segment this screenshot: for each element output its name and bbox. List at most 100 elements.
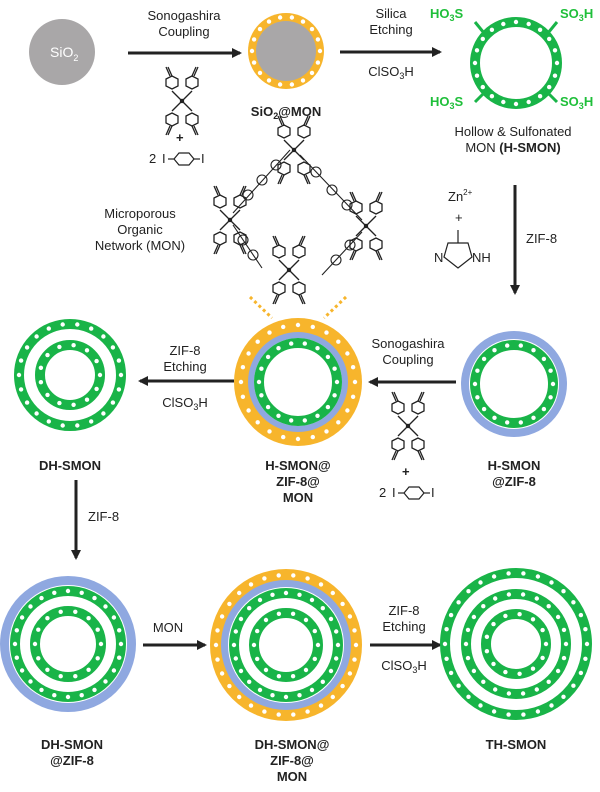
pore-dot (526, 21, 531, 27)
pore-dot (38, 380, 44, 385)
pore-dot (276, 573, 281, 578)
pore-dot (520, 592, 526, 597)
pore-dot (215, 657, 220, 662)
pore-dot (325, 354, 331, 360)
ho3s-label-top: HO3S (430, 6, 464, 23)
pore-dot (277, 82, 283, 87)
pore-dot (448, 670, 454, 676)
pore-dot (347, 671, 353, 676)
pore-dot (45, 616, 50, 621)
pore-dot (233, 629, 238, 634)
pore-dot (270, 693, 275, 698)
pore-dot (549, 580, 554, 585)
pore-dot (247, 606, 252, 611)
ho3s-label-bottom: HO3S (430, 94, 464, 111)
linker-ring-icon (242, 189, 254, 201)
pore-dot (444, 656, 449, 661)
pore-dot (116, 387, 122, 392)
dotted-right (322, 295, 348, 320)
h-smon-zif8-mon-particle (234, 318, 362, 446)
pore-dot (86, 667, 91, 672)
pore-dot (251, 37, 257, 42)
pore-dot (257, 597, 263, 603)
pore-dot (334, 656, 339, 661)
pore-dot (233, 656, 238, 661)
h-smon-zif8-mon-line3: MON (283, 490, 313, 505)
imidazole-icon (443, 230, 473, 269)
pore-dot (28, 604, 33, 609)
pore-dot (249, 48, 255, 54)
pore-dot (52, 590, 57, 595)
pore-dot (297, 592, 302, 597)
pore-dot (534, 687, 539, 692)
pore-dot (281, 324, 286, 330)
pore-dot (481, 679, 486, 684)
step5-line1: ZIF-8 (169, 343, 200, 358)
pore-dot (540, 655, 545, 661)
pore-dot (471, 614, 477, 620)
pore-dot (352, 628, 357, 633)
pore-dot (246, 408, 251, 413)
pore-dot (334, 379, 340, 385)
pore-dot (521, 571, 526, 576)
pore-dot (84, 397, 90, 402)
pore-dot (493, 687, 498, 692)
pore-dot (517, 671, 522, 676)
pore-dot (45, 392, 50, 398)
pore-dot (257, 70, 263, 76)
pore-dot (537, 27, 543, 32)
dh-smon-zif8-line1: DH-SMON (41, 737, 103, 752)
pore-dot (111, 615, 117, 620)
pore-dot (289, 15, 295, 20)
mon-node-left-icon (213, 185, 247, 255)
pore-dot (28, 679, 33, 684)
tetra-monomer-2-icon (391, 391, 425, 461)
pore-dot (503, 669, 508, 675)
pore-dot (262, 576, 267, 581)
pore-dot (561, 655, 567, 661)
dh-smon-zif8-mon-line3: MON (277, 769, 307, 784)
linker-ring-icon (270, 159, 282, 171)
pore-dot (444, 627, 449, 632)
pore-dot (491, 661, 496, 667)
pore-dot (546, 679, 551, 684)
pore-dot (227, 683, 232, 689)
mon-node-right-icon (349, 191, 383, 261)
pore-dot (310, 434, 315, 440)
pore-dot (94, 386, 99, 392)
pore-dot (521, 712, 526, 717)
pore-dot (330, 694, 335, 700)
pore-dot (583, 656, 588, 661)
pore-dot (71, 402, 76, 407)
pore-dot (34, 334, 39, 339)
pore-dot (531, 348, 536, 353)
pore-dot (513, 19, 519, 25)
h-smon-title-line1: Hollow & Sulfonated (454, 124, 571, 139)
pore-dot (474, 73, 480, 78)
pore-dot (506, 571, 511, 576)
pore-dot (12, 641, 18, 647)
step2-reagent: ClSO3H (368, 64, 413, 81)
pore-dot (531, 415, 536, 420)
pore-dot (116, 358, 122, 363)
so3h-label-top: SO3H (560, 6, 593, 23)
pore-dot (530, 617, 536, 622)
pore-dot (549, 703, 554, 708)
pore-dot (276, 611, 282, 616)
pore-dot (554, 60, 560, 66)
pore-dot (97, 372, 103, 378)
pore-dot (118, 372, 124, 378)
pore-dot (300, 78, 306, 83)
pore-dot (353, 642, 359, 648)
mon-node-bottom-icon (272, 235, 306, 305)
pore-dot (350, 394, 356, 399)
pore-dot (546, 604, 551, 609)
pore-dot (555, 614, 561, 620)
pore-dot (561, 589, 566, 594)
pore-dot (350, 365, 356, 370)
pore-dot (584, 641, 590, 647)
sio2-mon-particle (248, 13, 324, 89)
pore-dot (71, 343, 76, 348)
linker-ring-icon (330, 254, 342, 266)
pore-dot (571, 683, 576, 688)
